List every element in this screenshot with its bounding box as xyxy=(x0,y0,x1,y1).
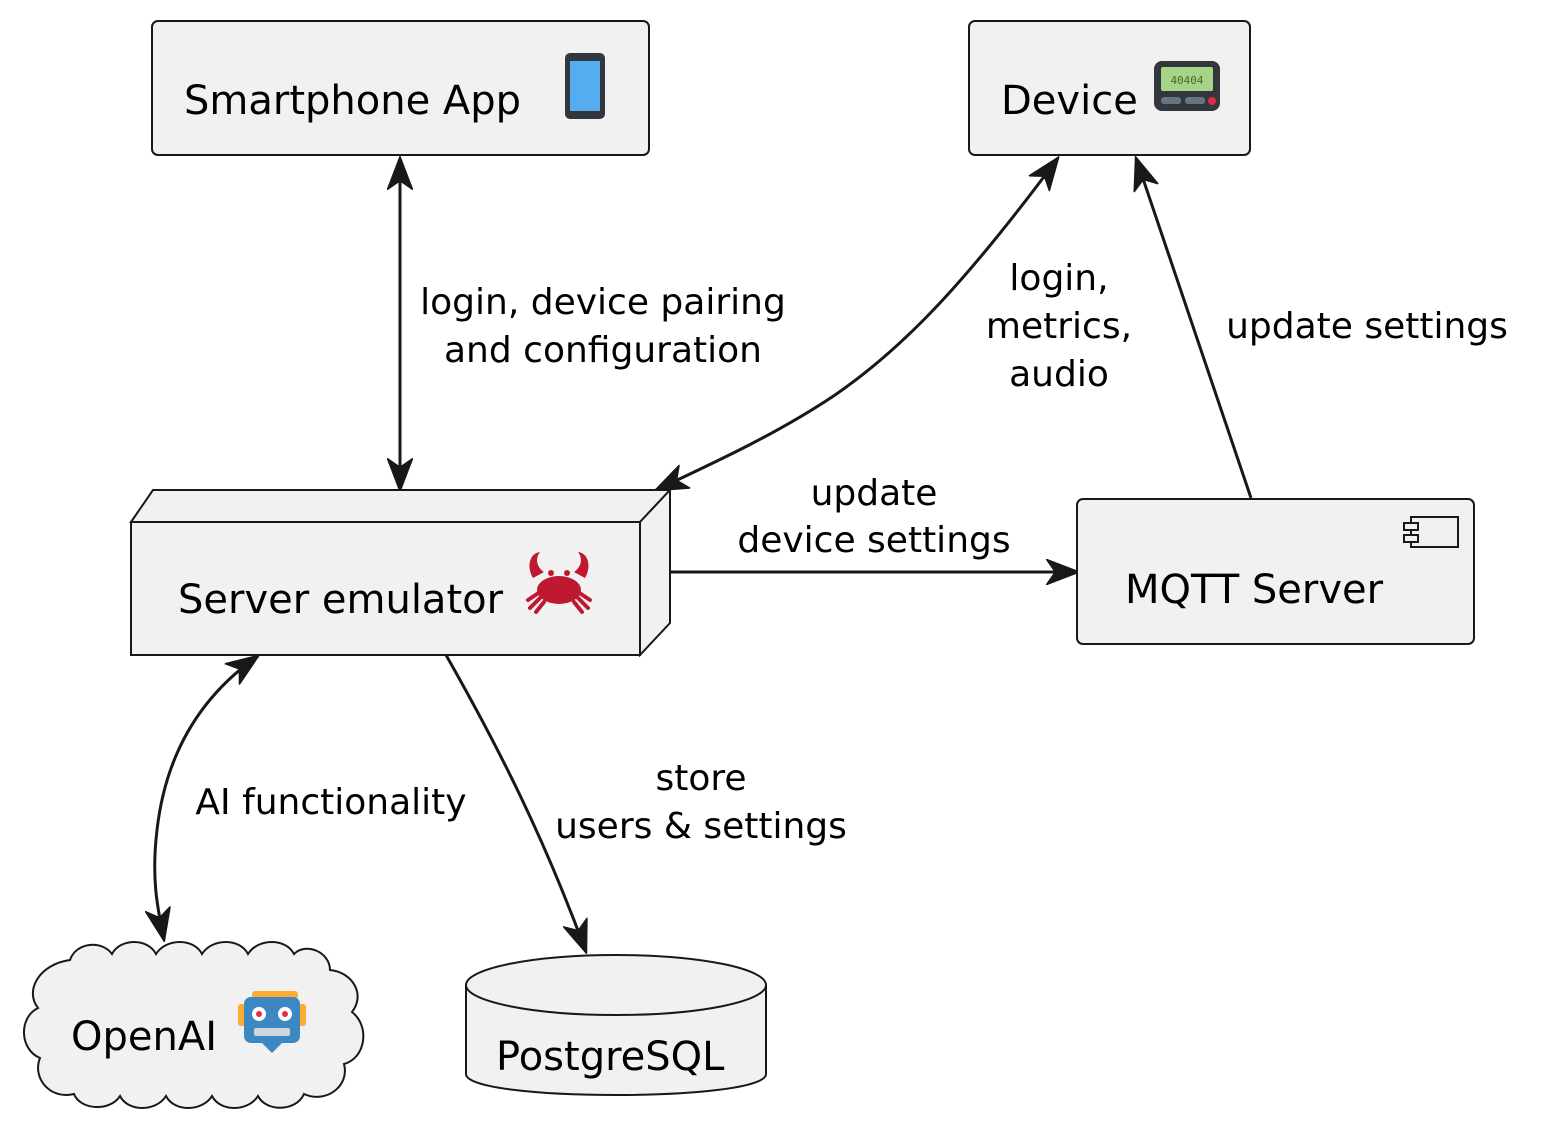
openai-label: OpenAI xyxy=(71,1014,217,1060)
svg-text:login,: login, xyxy=(1009,258,1108,299)
svg-text:users & settings: users & settings xyxy=(555,806,847,847)
svg-text:and configuration: and configuration xyxy=(444,330,762,371)
mqtt-server-node: MQTT Server xyxy=(1076,498,1475,645)
postgresql-label: PostgreSQL xyxy=(496,1034,725,1080)
mobile-phone-icon xyxy=(565,53,605,119)
robot-icon xyxy=(238,991,306,1053)
svg-text:update: update xyxy=(811,473,938,514)
postgresql-node: PostgreSQL xyxy=(465,954,767,1096)
server-emulator-label: Server emulator xyxy=(178,577,504,623)
edge-server-postgres xyxy=(444,654,586,952)
edge-label-server-openai: AI functionality xyxy=(195,782,466,823)
component-icon xyxy=(1403,516,1459,548)
smartphone-app-label: Smartphone App xyxy=(184,78,521,124)
svg-text:login, device pairing: login, device pairing xyxy=(420,282,786,323)
edge-label-server-postgres: store users & settings xyxy=(555,758,847,847)
svg-text:AI functionality: AI functionality xyxy=(195,782,466,823)
svg-text:metrics,: metrics, xyxy=(986,306,1132,347)
edge-mqtt-device xyxy=(1136,158,1253,499)
mqtt-server-label: MQTT Server xyxy=(1125,567,1384,613)
edge-label-device-server: login, metrics, audio xyxy=(986,258,1132,395)
svg-text:audio: audio xyxy=(1009,354,1109,395)
pager-icon: 40404 xyxy=(1154,61,1220,111)
crab-icon xyxy=(526,552,592,614)
edge-server-openai xyxy=(155,656,258,940)
device-node: Device 40404 xyxy=(968,20,1251,156)
edge-label-server-mqtt: update device settings xyxy=(737,473,1010,561)
svg-text:store: store xyxy=(655,758,746,799)
svg-text:device settings: device settings xyxy=(737,520,1010,561)
openai-node: OpenAI xyxy=(23,941,365,1109)
smartphone-app-node: Smartphone App xyxy=(151,20,650,156)
pager-screen-text: 40404 xyxy=(1170,74,1203,87)
svg-text:update settings: update settings xyxy=(1226,306,1508,347)
server-emulator-node: Server emulator xyxy=(129,487,673,658)
edge-device-server xyxy=(656,158,1058,490)
edge-label-app-server: login, device pairing and configuration xyxy=(420,282,786,371)
edge-label-mqtt-device: update settings xyxy=(1226,306,1508,347)
device-label: Device xyxy=(1001,78,1138,124)
